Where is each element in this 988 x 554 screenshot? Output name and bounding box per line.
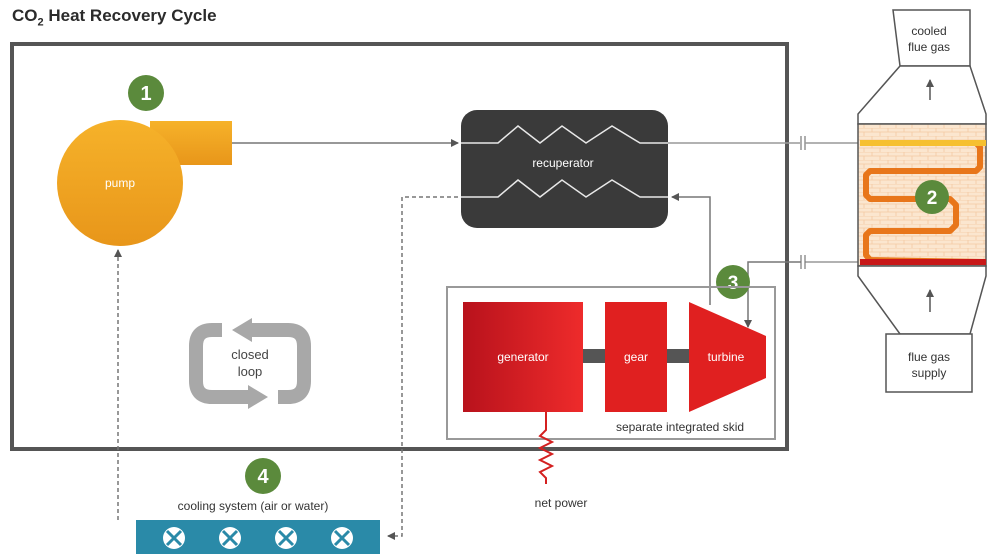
page-title: CO2 Heat Recovery Cycle xyxy=(12,6,217,29)
closed-loop-label-line2: loop xyxy=(238,364,263,379)
step-1-badge: 1 xyxy=(128,75,164,111)
generator-label: generator xyxy=(497,350,548,364)
pump: pump xyxy=(57,120,232,246)
flue-gas-supply-label-line1: flue gas xyxy=(908,350,950,364)
cycle-frame xyxy=(10,42,789,451)
recuperator: recuperator xyxy=(461,110,668,228)
cooled-flue-gas-label-line1: cooled xyxy=(911,24,946,38)
svg-text:2: 2 xyxy=(927,188,938,209)
recuperator-to-cooler-line xyxy=(387,196,458,540)
cooling-unit xyxy=(136,520,380,554)
pump-label: pump xyxy=(105,176,135,190)
fan-icon xyxy=(219,527,241,549)
turbine-label: turbine xyxy=(708,350,745,364)
cooling-system-label: cooling system (air or water) xyxy=(178,499,329,513)
turbine-to-recuperator-line xyxy=(671,193,711,305)
svg-text:1: 1 xyxy=(140,83,151,105)
fan-icon xyxy=(163,527,185,549)
step-3-badge: 3 xyxy=(716,265,750,299)
svg-text:4: 4 xyxy=(257,466,269,488)
skid-label: separate integrated skid xyxy=(616,420,744,434)
step-2-badge: 2 xyxy=(915,180,949,214)
step-4-badge: 4 xyxy=(245,458,281,494)
svg-text:3: 3 xyxy=(728,273,739,294)
recuperator-label: recuperator xyxy=(532,156,593,170)
fan-icon xyxy=(275,527,297,549)
fan-icon xyxy=(331,527,353,549)
integrated-skid: generator gear turbine separate integrat… xyxy=(446,286,776,440)
net-power-wire: net power xyxy=(535,412,588,510)
closed-loop-label-line1: closed xyxy=(231,347,269,362)
net-power-label: net power xyxy=(535,496,588,510)
heater-coil xyxy=(860,140,985,265)
cooled-flue-gas-label-line2: flue gas xyxy=(908,40,950,54)
gear-label: gear xyxy=(624,350,648,364)
closed-loop-arrows-icon: closed loop xyxy=(189,318,311,409)
flue-gas-supply-label-line2: supply xyxy=(912,366,947,380)
